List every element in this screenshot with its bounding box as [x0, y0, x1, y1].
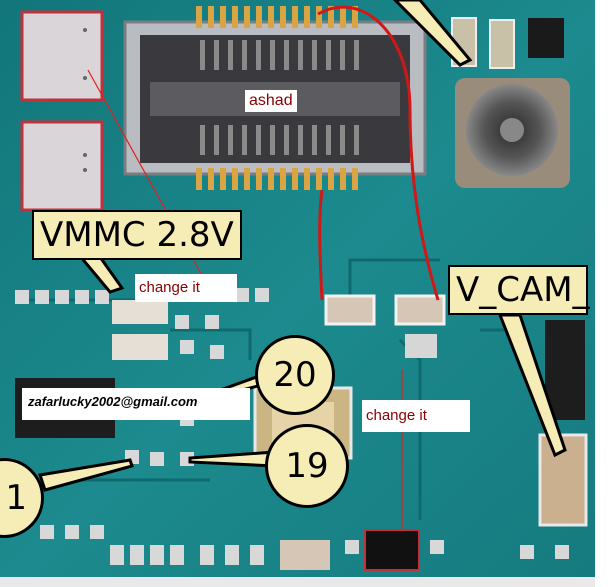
ic-chip-top — [20, 10, 104, 102]
resistor-mid-2 — [394, 294, 446, 326]
ic-small-top-right — [528, 18, 564, 58]
v-cam-callout: V_CAM_ — [448, 265, 590, 315]
change-it-right-label: change it — [362, 400, 470, 432]
jumper-wire — [317, 5, 440, 301]
callout-19: 19 — [265, 424, 349, 508]
ic-small-mid — [405, 334, 437, 358]
change-it-left-label: change it — [135, 274, 237, 302]
smd-component-left — [112, 300, 168, 324]
bottom-strip — [0, 577, 595, 587]
component-bottom — [280, 540, 330, 570]
ashad-label: ashad — [245, 90, 297, 112]
callout-20: 20 — [255, 335, 335, 415]
ic-chip-middle — [20, 120, 104, 212]
ic-bottom-center — [364, 529, 420, 571]
solder-pads — [15, 288, 569, 565]
resistor-mid-1 — [324, 294, 376, 326]
capacitor-top-2 — [489, 19, 515, 69]
board-white-edge — [595, 0, 614, 587]
power-inductor — [455, 78, 570, 188]
vmmc-callout: VMMC 2.8V — [32, 210, 242, 260]
email-label: zafarlucky2002@gmail.com — [22, 388, 250, 420]
smd-component-left-2 — [112, 334, 168, 360]
ic-black-right — [545, 320, 585, 420]
